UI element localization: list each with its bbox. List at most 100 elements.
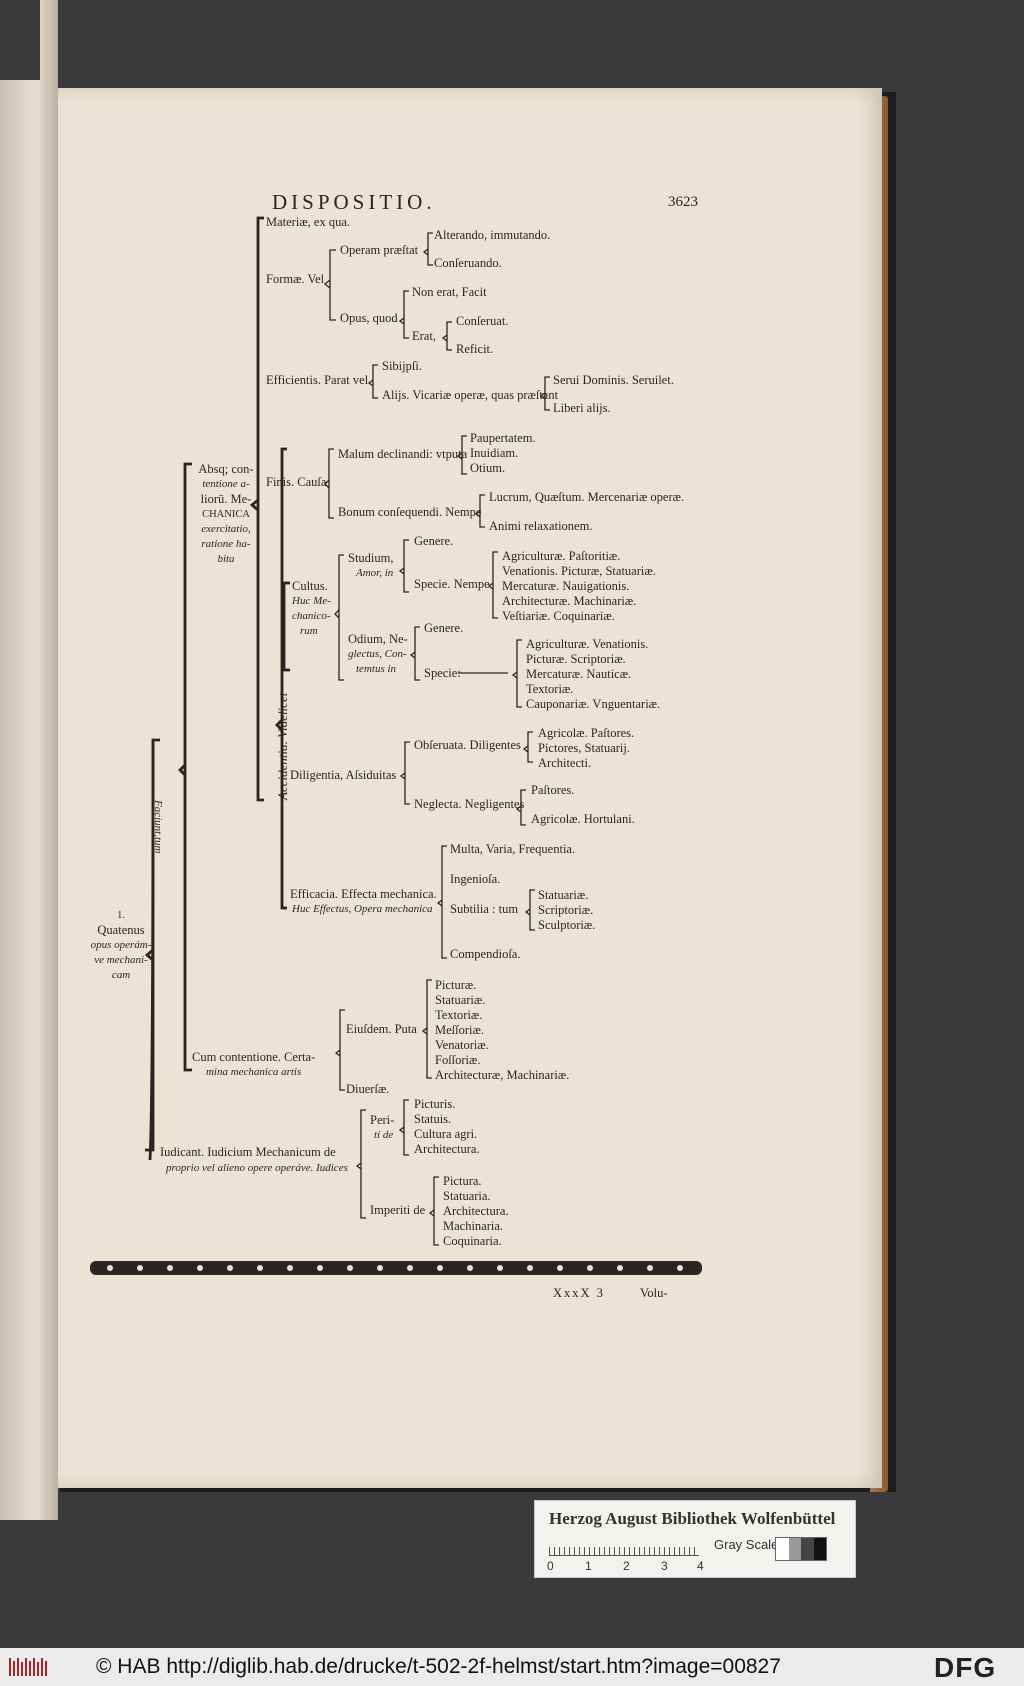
- ruler-number: 0: [547, 1559, 554, 1573]
- obseruata-item: Agricolæ. Paſtores.: [538, 726, 635, 740]
- efficientis: Efficientis. Parat vel: [266, 373, 369, 387]
- periti: Peri- ti de: [370, 1113, 394, 1143]
- cultus-line-1: Cultus.: [292, 579, 328, 593]
- cultus-line-4: rum: [300, 625, 318, 637]
- periti-line-2: ti de: [374, 1129, 394, 1141]
- cum-contentione: Cum contentione. Certa- mina mechanica a…: [192, 1050, 315, 1080]
- specie-1-item: Mercaturæ. Nauigationis.: [502, 579, 630, 593]
- cum-contentione-line-2: mina mechanica artis: [205, 1066, 302, 1078]
- specie-1-item: Venationis. Picturæ, Statuariæ.: [502, 564, 656, 578]
- specie-1-item: Agriculturæ. Paſtoritiæ.: [502, 549, 621, 563]
- absq-line-4: CHANICA: [202, 509, 250, 520]
- eiusdem-list: Picturæ. Statuariæ. Textoriæ. Meſſoriæ. …: [435, 978, 569, 1083]
- specie-1-item: Architecturæ. Machinariæ.: [502, 594, 637, 608]
- formae: Formæ. Vel: [266, 272, 325, 286]
- studium-line-2: Amor, in: [356, 567, 394, 579]
- accidentia-label: Accidentia. Videlicet: [275, 692, 290, 800]
- periti-item: Statuis.: [414, 1112, 452, 1126]
- imperiti: Imperiti de: [370, 1203, 426, 1217]
- dfg-logo: DFG: [934, 1652, 997, 1683]
- absq-label: Absq; con- tentione a- liorū. Me- CHANIC…: [196, 462, 256, 567]
- absq-line-7: bita: [217, 553, 235, 565]
- decorative-ornament-band: [90, 1261, 702, 1275]
- specie-nempe: Specie. Nempe: [414, 577, 490, 591]
- genere-2: Genere.: [424, 621, 464, 635]
- ruler-number: 3: [661, 1559, 668, 1573]
- compendiosa: Compendioſa.: [450, 947, 521, 961]
- iudicant-line-1: Iudicant. Iudicium Mechanicum de: [160, 1145, 336, 1159]
- imperiti-item: Pictura.: [443, 1174, 482, 1188]
- root-line-2: Quatenus: [97, 923, 145, 937]
- studium-line-1: Studium,: [348, 551, 394, 565]
- specie-2-item: Cauponariæ. Vnguentariæ.: [526, 697, 661, 711]
- tree-root: 1. Quatenus opus operám- ve mechani- cam: [86, 908, 156, 983]
- conseruando: Conſeruando.: [434, 256, 502, 270]
- obseruata: Obſeruata. Diligentes: [414, 738, 521, 752]
- root-line-3: opus operám-: [90, 939, 152, 951]
- absq-line-3: liorū. Me-: [200, 492, 252, 506]
- odium-line-1: Odium, Ne-: [348, 632, 408, 646]
- imperiti-item: Architectura.: [443, 1204, 509, 1218]
- imperiti-list: Pictura. Statuaria. Architectura. Machin…: [443, 1174, 509, 1249]
- inuidiam: Inuidiam.: [470, 446, 519, 460]
- efficacia-2: Huc Effectus, Opera mechanica: [292, 903, 433, 915]
- animi: Animi relaxationem.: [489, 519, 593, 533]
- eiusdem-item: Meſſoriæ.: [435, 1023, 484, 1037]
- library-color-card: Herzog August Bibliothek Wolfenbüttel 0 …: [534, 1500, 856, 1578]
- periti-line-1: Peri-: [370, 1113, 395, 1127]
- studium: Studium, Amor, in: [348, 551, 394, 581]
- eiusdem-item: Venatoriæ.: [435, 1038, 489, 1052]
- catchword: Volu-: [640, 1286, 668, 1300]
- subtilia-item: Sculptoriæ.: [538, 918, 596, 932]
- paupertatem: Paupertatem.: [470, 431, 536, 445]
- alterando: Alterando, immutando.: [434, 228, 551, 242]
- faciunt-label: Faciunt,tum: [152, 800, 164, 854]
- erat: Erat,: [412, 329, 436, 343]
- odium-line-3: temtus in: [356, 663, 397, 675]
- specie-2-list: Agriculturæ. Venationis. Picturæ. Script…: [526, 637, 660, 712]
- absq-line-1: Absq; con-: [198, 462, 254, 476]
- eiusdem-item: Picturæ.: [435, 978, 477, 992]
- subtilia-item: Statuariæ.: [538, 888, 589, 902]
- specie-2-item: Mercaturæ. Nauticæ.: [526, 667, 632, 681]
- signature-mark: XxxX 3: [553, 1286, 605, 1300]
- root-line-5: cam: [111, 969, 131, 981]
- eiusdem: Eiuſdem. Puta: [346, 1022, 417, 1036]
- cultus-line-2: Huc Me-: [292, 595, 331, 607]
- book-spine-edge: [40, 0, 58, 1520]
- conseruat: Conſeruat.: [456, 314, 509, 328]
- reficit: Reficit.: [456, 342, 494, 356]
- neglecta: Neglecta. Negligentes: [414, 797, 525, 811]
- specie-2-item: Picturæ. Scriptoriæ.: [526, 652, 626, 666]
- iudicant: Iudicant. Iudicium Mechanicum de proprio…: [160, 1144, 348, 1176]
- cum-contentione-line-1: Cum contentione. Certa-: [192, 1050, 316, 1064]
- materiae: Materiæ, ex qua.: [266, 215, 351, 229]
- odium: Odium, Ne- glectus, Con- temtus in: [348, 632, 408, 677]
- footer-link[interactable]: © HAB http://diglib.hab.de/drucke/t-502-…: [96, 1655, 781, 1678]
- finis: Finis. Cauſa: [266, 475, 327, 489]
- odium-line-2: glectus, Con-: [348, 648, 407, 660]
- ruler-number: 1: [585, 1559, 592, 1573]
- periti-item: Architectura.: [414, 1142, 480, 1156]
- iudicant-line-2: proprio vel alieno opere operáve. Iudice…: [166, 1162, 348, 1174]
- efficacia: Efficacia. Effecta mechanica.: [290, 887, 437, 901]
- specie-2-item: Agriculturæ. Venationis.: [526, 637, 649, 651]
- library-name: Herzog August Bibliothek Wolfenbüttel: [549, 1509, 836, 1528]
- imperiti-item: Statuaria.: [443, 1189, 491, 1203]
- periti-list: Picturis. Statuis. Cultura agri. Archite…: [414, 1097, 480, 1157]
- footer-bar: © HAB http://diglib.hab.de/drucke/t-502-…: [0, 1648, 1024, 1686]
- gray-scale-label: Gray Scale: [714, 1537, 779, 1552]
- otium: Otium.: [470, 461, 506, 475]
- malum: Malum declinandi: vtputa: [338, 447, 468, 461]
- sibiipsi: Sibijpſi.: [382, 359, 422, 373]
- specie-1-item: Veſtiariæ. Coquinariæ.: [502, 609, 615, 623]
- eiusdem-item: Textoriæ.: [435, 1008, 483, 1022]
- root-line-1: 1.: [117, 910, 125, 921]
- alijs: Alijs. Vicariæ operæ, quas præſtant: [382, 388, 559, 402]
- lucrum: Lucrum, Quæſtum. Mercenariæ operæ.: [489, 490, 685, 504]
- eiusdem-item: Statuariæ.: [435, 993, 486, 1007]
- obseruata-item: Pictores, Statuarij.: [538, 741, 630, 755]
- subtilia: Subtilia : tum: [450, 902, 519, 916]
- scale-ruler: [549, 1535, 699, 1556]
